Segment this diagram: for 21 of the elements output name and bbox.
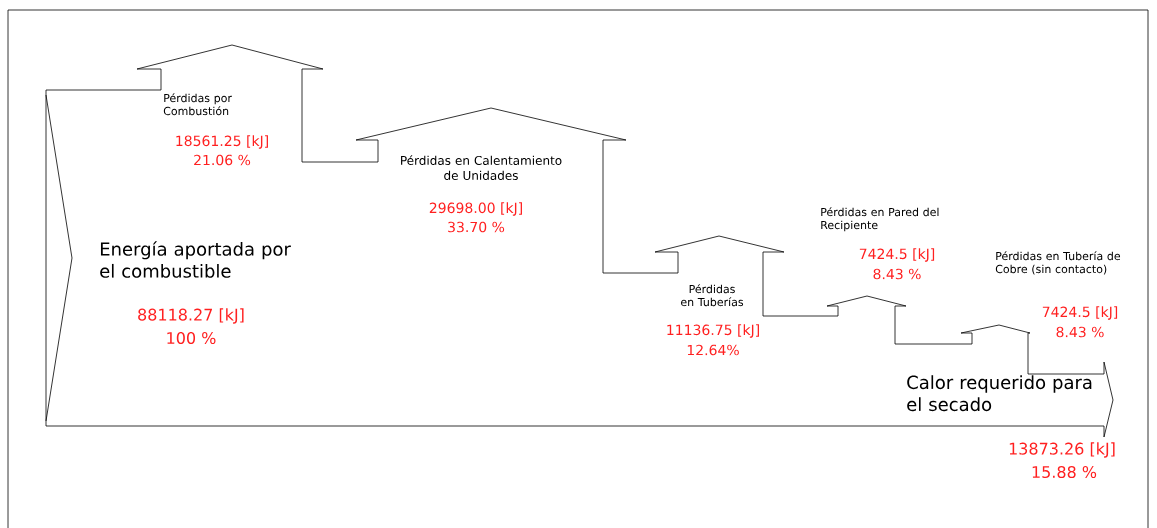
percent-value: 21.06 % <box>194 154 251 166</box>
energy-value: 7424.5 [kJ] <box>859 248 935 262</box>
loss-label: Pérdidas en Tuberías <box>681 284 744 307</box>
percent-value: 8.43 % <box>1056 326 1104 338</box>
loss-label: Pérdidas en Pared del Recipiente <box>821 207 939 232</box>
loss-label: Pérdidas en Tubería de Cobre (sin contacto) <box>995 251 1121 275</box>
percent-value: 33.70 % <box>448 221 505 233</box>
percent-value: 8.43 % <box>873 268 921 280</box>
energy-value: 11136.75 [kJ] <box>667 324 759 338</box>
output-label: Calor requerido para el secado <box>907 375 1092 412</box>
loss-label: Pérdidas en Calentamiento de Unidades <box>401 155 562 180</box>
percent-value: 12.64% <box>687 344 739 356</box>
input-label: Energía aportada por el combustible <box>100 241 291 278</box>
energy-value: 7424.5 [kJ] <box>1042 306 1118 320</box>
loss-label: Pérdidas por Combustión <box>163 93 232 116</box>
energy-value: 88118.27 [kJ] <box>138 308 244 324</box>
percent-value: 100 % <box>167 331 216 345</box>
percent-value: 15.88 % <box>1032 465 1097 479</box>
energy-value: 29698.00 [kJ] <box>429 202 522 216</box>
energy-value: 13873.26 [kJ] <box>1009 442 1115 458</box>
energy-value: 18561.25 [kJ] <box>176 135 268 149</box>
